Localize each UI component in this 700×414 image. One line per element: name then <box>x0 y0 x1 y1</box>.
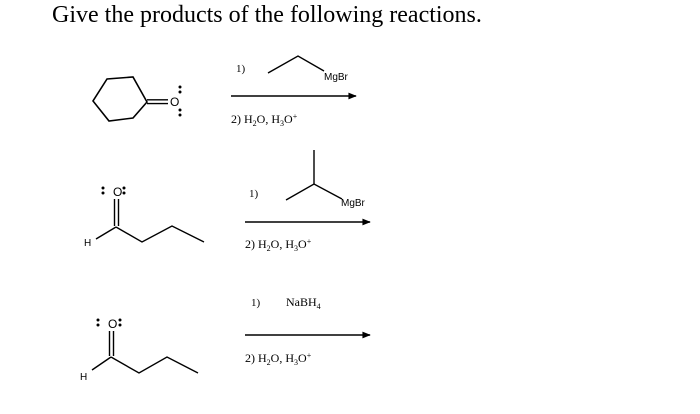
aldehyde-ch-bond <box>91 356 112 371</box>
propyl-chain <box>115 225 205 243</box>
butanal-structure: O H <box>84 185 205 249</box>
ethyl-chain <box>267 55 325 74</box>
question-title: Give the products of the following react… <box>52 2 482 28</box>
step1-number: 1) <box>251 297 261 309</box>
oxygen-lone-pairs <box>178 85 182 117</box>
reaction-2: O H 1) MgBr 2) H2O, H3O+ <box>84 150 371 253</box>
step2-workup: 2) H2O, H3O+ <box>245 237 312 253</box>
aldehyde-oxygen-label: O <box>113 185 122 199</box>
reaction-3: O H 1) NaBH4 2) H2O, H3O+ <box>80 295 371 383</box>
step2-workup: 2) H2O, H3O+ <box>231 112 298 128</box>
aldehyde-ch-bond <box>95 226 117 240</box>
reaction-1: O 1) MgBr 2) H2O, H3O+ <box>92 55 357 128</box>
aldehyde-hydrogen-label: H <box>84 238 91 249</box>
grignard-reagent-label: MgBr <box>324 72 349 83</box>
reducing-agent-label: NaBH4 <box>286 295 321 311</box>
cyclopentanone-structure: O <box>92 76 182 122</box>
oxygen-lone-pairs <box>101 186 126 195</box>
step1-number: 1) <box>236 63 246 75</box>
aldehyde-oxygen-label: O <box>108 317 117 331</box>
propyl-chain <box>110 356 199 374</box>
isopropyl-group <box>285 183 343 201</box>
carbonyl-oxygen-label: O <box>170 95 179 109</box>
reagents-3: 1) NaBH4 2) H2O, H3O+ <box>245 295 371 367</box>
grignard-reagent-label: MgBr <box>341 198 366 209</box>
reagents-1: 1) MgBr 2) H2O, H3O+ <box>231 55 357 128</box>
step2-workup: 2) H2O, H3O+ <box>245 351 312 367</box>
reagents-2: 1) MgBr 2) H2O, H3O+ <box>245 150 371 253</box>
butanal-structure: O H <box>80 317 199 383</box>
step1-number: 1) <box>249 188 259 200</box>
cyclopentane-ring <box>92 76 148 122</box>
oxygen-lone-pairs <box>96 318 122 327</box>
aldehyde-hydrogen-label: H <box>80 372 87 383</box>
